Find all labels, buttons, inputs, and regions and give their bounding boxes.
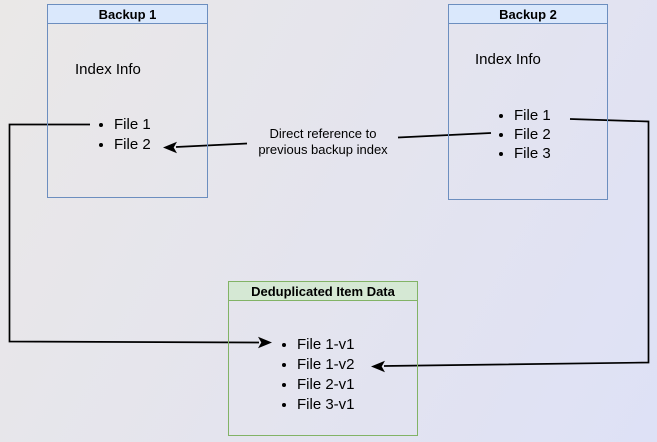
dedup-title: Deduplicated Item Data [229,282,417,301]
backup1-title: Backup 1 [48,5,207,24]
backup1-file-list: File 1 File 2 [96,115,151,155]
list-item: File 2 [114,135,151,155]
list-item: File 3-v1 [297,395,355,415]
arrow-label: Direct reference to previous backup inde… [233,126,413,158]
arrow-label-line2: previous backup index [258,142,388,157]
backup1-index-info-label: Index Info [75,61,141,78]
arrow-label-line1: Direct reference to [269,126,377,141]
list-item: File 1 [114,115,151,135]
list-item: File 3 [514,144,551,163]
list-item: File 1 [514,106,551,125]
backup2-file-list: File 1 File 2 File 3 [496,106,551,163]
dedup-file-list: File 1-v1 File 1-v2 File 2-v1 File 3-v1 [279,335,355,415]
dedup-box: Deduplicated Item Data [228,281,418,436]
backup2-title: Backup 2 [449,5,607,24]
list-item: File 2 [514,125,551,144]
backup2-box: Backup 2 [448,4,608,200]
list-item: File 1-v2 [297,355,355,375]
backup2-index-info-label: Index Info [475,51,541,68]
list-item: File 1-v1 [297,335,355,355]
backup1-box: Backup 1 [47,4,208,198]
list-item: File 2-v1 [297,375,355,395]
